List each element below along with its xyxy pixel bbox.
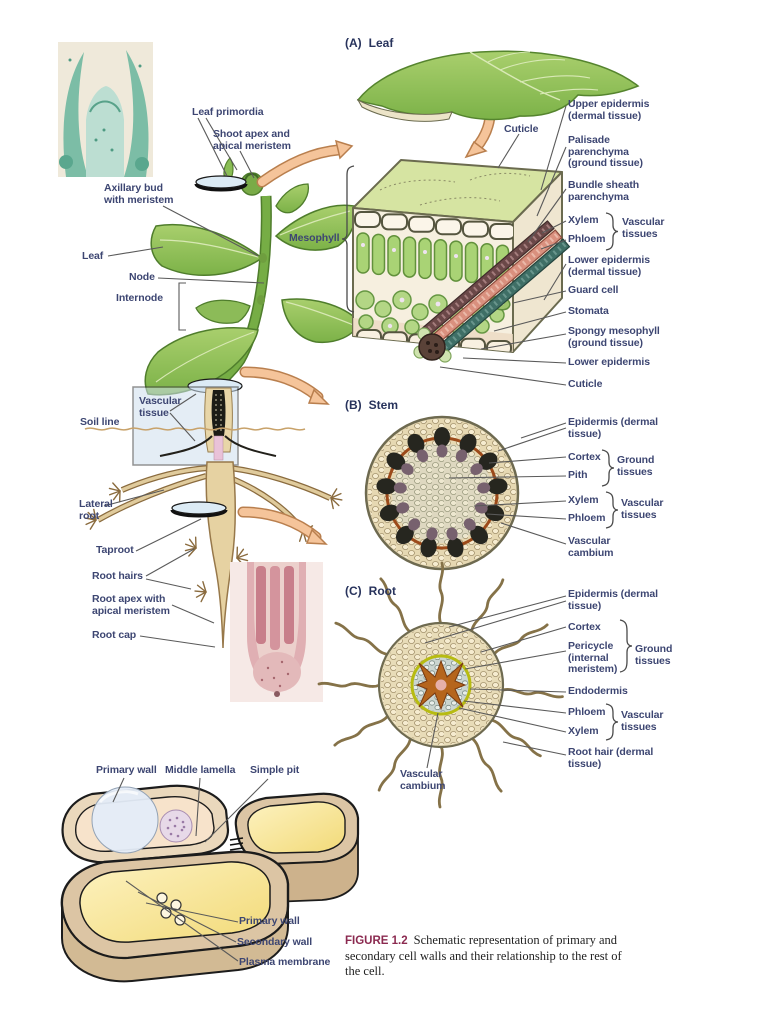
label-a-phloem: Phloem bbox=[568, 233, 606, 245]
label-simple-pit: Simple pit bbox=[250, 764, 300, 776]
micrograph-shoot-apex bbox=[58, 42, 153, 177]
label-b-vascular-tissues: Vascular tissues bbox=[621, 497, 664, 521]
panel-a-header: (A) Leaf bbox=[345, 36, 393, 50]
arrow-shoot-to-leaf bbox=[256, 139, 354, 188]
label-c-root-hair: Root hair (dermal tissue) bbox=[568, 746, 654, 770]
figure-caption-label: FIGURE 1.2 bbox=[345, 935, 408, 947]
label-primary-wall-top: Primary wall bbox=[96, 764, 157, 776]
panel-c-tag: (C) bbox=[345, 584, 362, 598]
label-b-vascular-cambium: Vascular cambium bbox=[568, 535, 614, 559]
label-primary-wall: Primary wall bbox=[239, 915, 300, 927]
leaf-cross-section bbox=[352, 159, 571, 363]
panel-b-header: (B) Stem bbox=[345, 398, 398, 412]
label-c-cortex: Cortex bbox=[568, 621, 601, 633]
label-lateral-root: Lateral root bbox=[79, 498, 113, 522]
label-soil-line: Soil line bbox=[80, 416, 120, 428]
label-root-hairs: Root hairs bbox=[92, 570, 143, 582]
label-a-bundle-sheath: Bundle sheath parenchyma bbox=[568, 179, 640, 203]
label-c-pericycle: Pericycle (internal meristem) bbox=[568, 640, 618, 676]
arrow-stem-to-b bbox=[239, 366, 330, 405]
label-b-epidermis: Epidermis (dermal tissue) bbox=[568, 416, 658, 440]
label-middle-lamella: Middle lamella bbox=[165, 764, 236, 776]
label-shoot-apex: Shoot apex and apical meristem bbox=[213, 128, 291, 152]
label-root-apex: Root apex with apical meristem bbox=[92, 593, 170, 617]
label-a-mesophyll: Mesophyll bbox=[289, 232, 340, 244]
braces bbox=[341, 165, 633, 741]
label-b-cortex: Cortex bbox=[568, 451, 601, 463]
label-axillary-bud: Axillary bud with meristem bbox=[104, 182, 174, 206]
cell-wall-diagram bbox=[60, 784, 360, 983]
stem-cross-section bbox=[364, 415, 520, 571]
root-cross-section bbox=[317, 561, 565, 809]
label-a-cuticle-bottom: Cuticle bbox=[568, 378, 603, 390]
label-a-palisade: Palisade parenchyma (ground tissue) bbox=[568, 134, 643, 170]
label-secondary-wall: Secondary wall bbox=[237, 936, 313, 948]
label-a-xylem: Xylem bbox=[568, 214, 599, 226]
label-c-vascular-cambium: Vascular cambium bbox=[400, 768, 446, 792]
label-plasma-membrane: Plasma membrane bbox=[239, 956, 331, 968]
panel-c-title: Root bbox=[368, 584, 396, 598]
label-a-lower-epidermis-1: Lower epidermis (dermal tissue) bbox=[568, 254, 650, 278]
label-a-guard-cell: Guard cell bbox=[568, 284, 619, 296]
label-a-vascular-tissues: Vascular tissues bbox=[622, 216, 665, 240]
label-b-ground-tissues: Ground tissues bbox=[617, 454, 655, 478]
label-c-xylem: Xylem bbox=[568, 725, 599, 737]
label-c-endodermis: Endodermis bbox=[568, 685, 628, 697]
label-b-xylem: Xylem bbox=[568, 494, 599, 506]
label-b-pith: Pith bbox=[568, 469, 588, 481]
label-b-phloem: Phloem bbox=[568, 512, 606, 524]
micrograph-root-tip bbox=[230, 562, 323, 702]
label-c-vascular-tissues: Vascular tissues bbox=[621, 709, 664, 733]
label-a-stomata: Stomata bbox=[568, 305, 609, 317]
label-vascular-tissue: Vascular tissue bbox=[139, 395, 182, 419]
panel-a-tag: (A) bbox=[345, 36, 362, 50]
label-a-cuticle-top: Cuticle bbox=[504, 123, 539, 135]
label-leaf-primordia: Leaf primordia bbox=[192, 106, 264, 118]
leader-lines bbox=[103, 105, 567, 962]
panel-c-header: (C) Root bbox=[345, 584, 396, 598]
label-c-ground-tissues: Ground tissues bbox=[635, 643, 673, 667]
arrow-root-to-c bbox=[237, 506, 328, 545]
label-a-spongy-mesophyll: Spongy mesophyll (ground tissue) bbox=[568, 325, 660, 349]
panel-b-title: Stem bbox=[368, 398, 399, 412]
label-a-lower-epidermis-2: Lower epidermis bbox=[568, 356, 650, 368]
figure-caption-text: Schematic representation of primary and … bbox=[345, 933, 622, 978]
label-internode: Internode bbox=[116, 292, 163, 304]
label-node: Node bbox=[129, 271, 155, 283]
panel-b-tag: (B) bbox=[345, 398, 362, 412]
leaf-illustration bbox=[356, 50, 640, 122]
plant-illustration bbox=[82, 157, 361, 649]
label-root-cap: Root cap bbox=[92, 629, 137, 641]
label-c-phloem: Phloem bbox=[568, 706, 606, 718]
panel-a-title: Leaf bbox=[368, 36, 394, 50]
label-a-upper-epidermis: Upper epidermis (dermal tissue) bbox=[568, 98, 650, 122]
label-c-epidermis: Epidermis (dermal tissue) bbox=[568, 588, 658, 612]
label-leaf: Leaf bbox=[82, 250, 104, 262]
label-taproot: Taproot bbox=[96, 544, 134, 556]
